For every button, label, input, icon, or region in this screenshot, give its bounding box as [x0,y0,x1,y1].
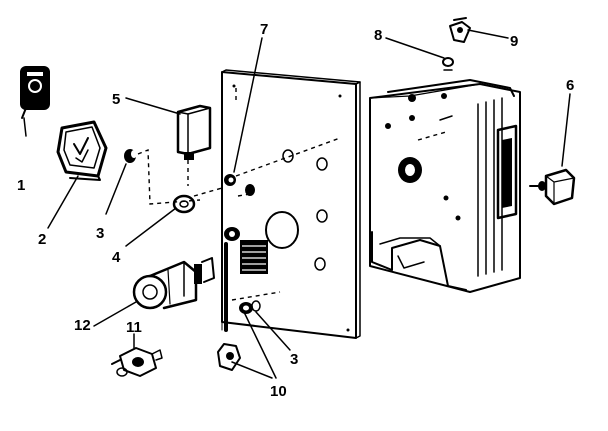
callout-11: 11 [126,319,142,336]
callout-5: 5 [112,91,120,108]
part-8-vent-fitting [442,57,454,71]
callout-9: 9 [510,33,518,50]
part-2-control-dial [56,120,108,181]
part-7-nut [224,174,236,186]
part-9-vent-cap [449,17,471,43]
callout-1: 1 [17,177,25,194]
callout-3-upper: 3 [96,225,104,242]
callout-leaders [23,29,571,379]
callout-10: 10 [270,383,287,400]
callout-labels: 1 2 3 3 4 5 6 7 8 9 10 11 12 [17,21,574,400]
callout-3-lower: 3 [290,351,298,368]
callout-6: 6 [566,77,574,94]
part-3-fitting-upper [124,149,137,163]
callout-8: 8 [374,27,382,44]
panel-fittings [224,184,255,314]
assembly-guide-lines [137,86,341,301]
callout-2: 2 [38,231,46,248]
callout-7: 7 [260,21,268,38]
part-4-grommet [172,194,196,214]
heater-cabinet [369,79,521,293]
vent-grille [240,240,268,274]
front-panel [221,69,361,339]
part-5-relay-box [176,104,212,186]
part-10-pilot-assembly [217,242,241,371]
callout-12: 12 [74,317,91,334]
part-3-fitting-lower [251,300,261,312]
part-12-gas-valve [132,257,215,310]
part-1-thermostat [20,66,50,119]
part-6-limit-switch [529,168,576,206]
callout-4: 4 [112,249,121,266]
part-11-valve-knob [111,347,163,377]
